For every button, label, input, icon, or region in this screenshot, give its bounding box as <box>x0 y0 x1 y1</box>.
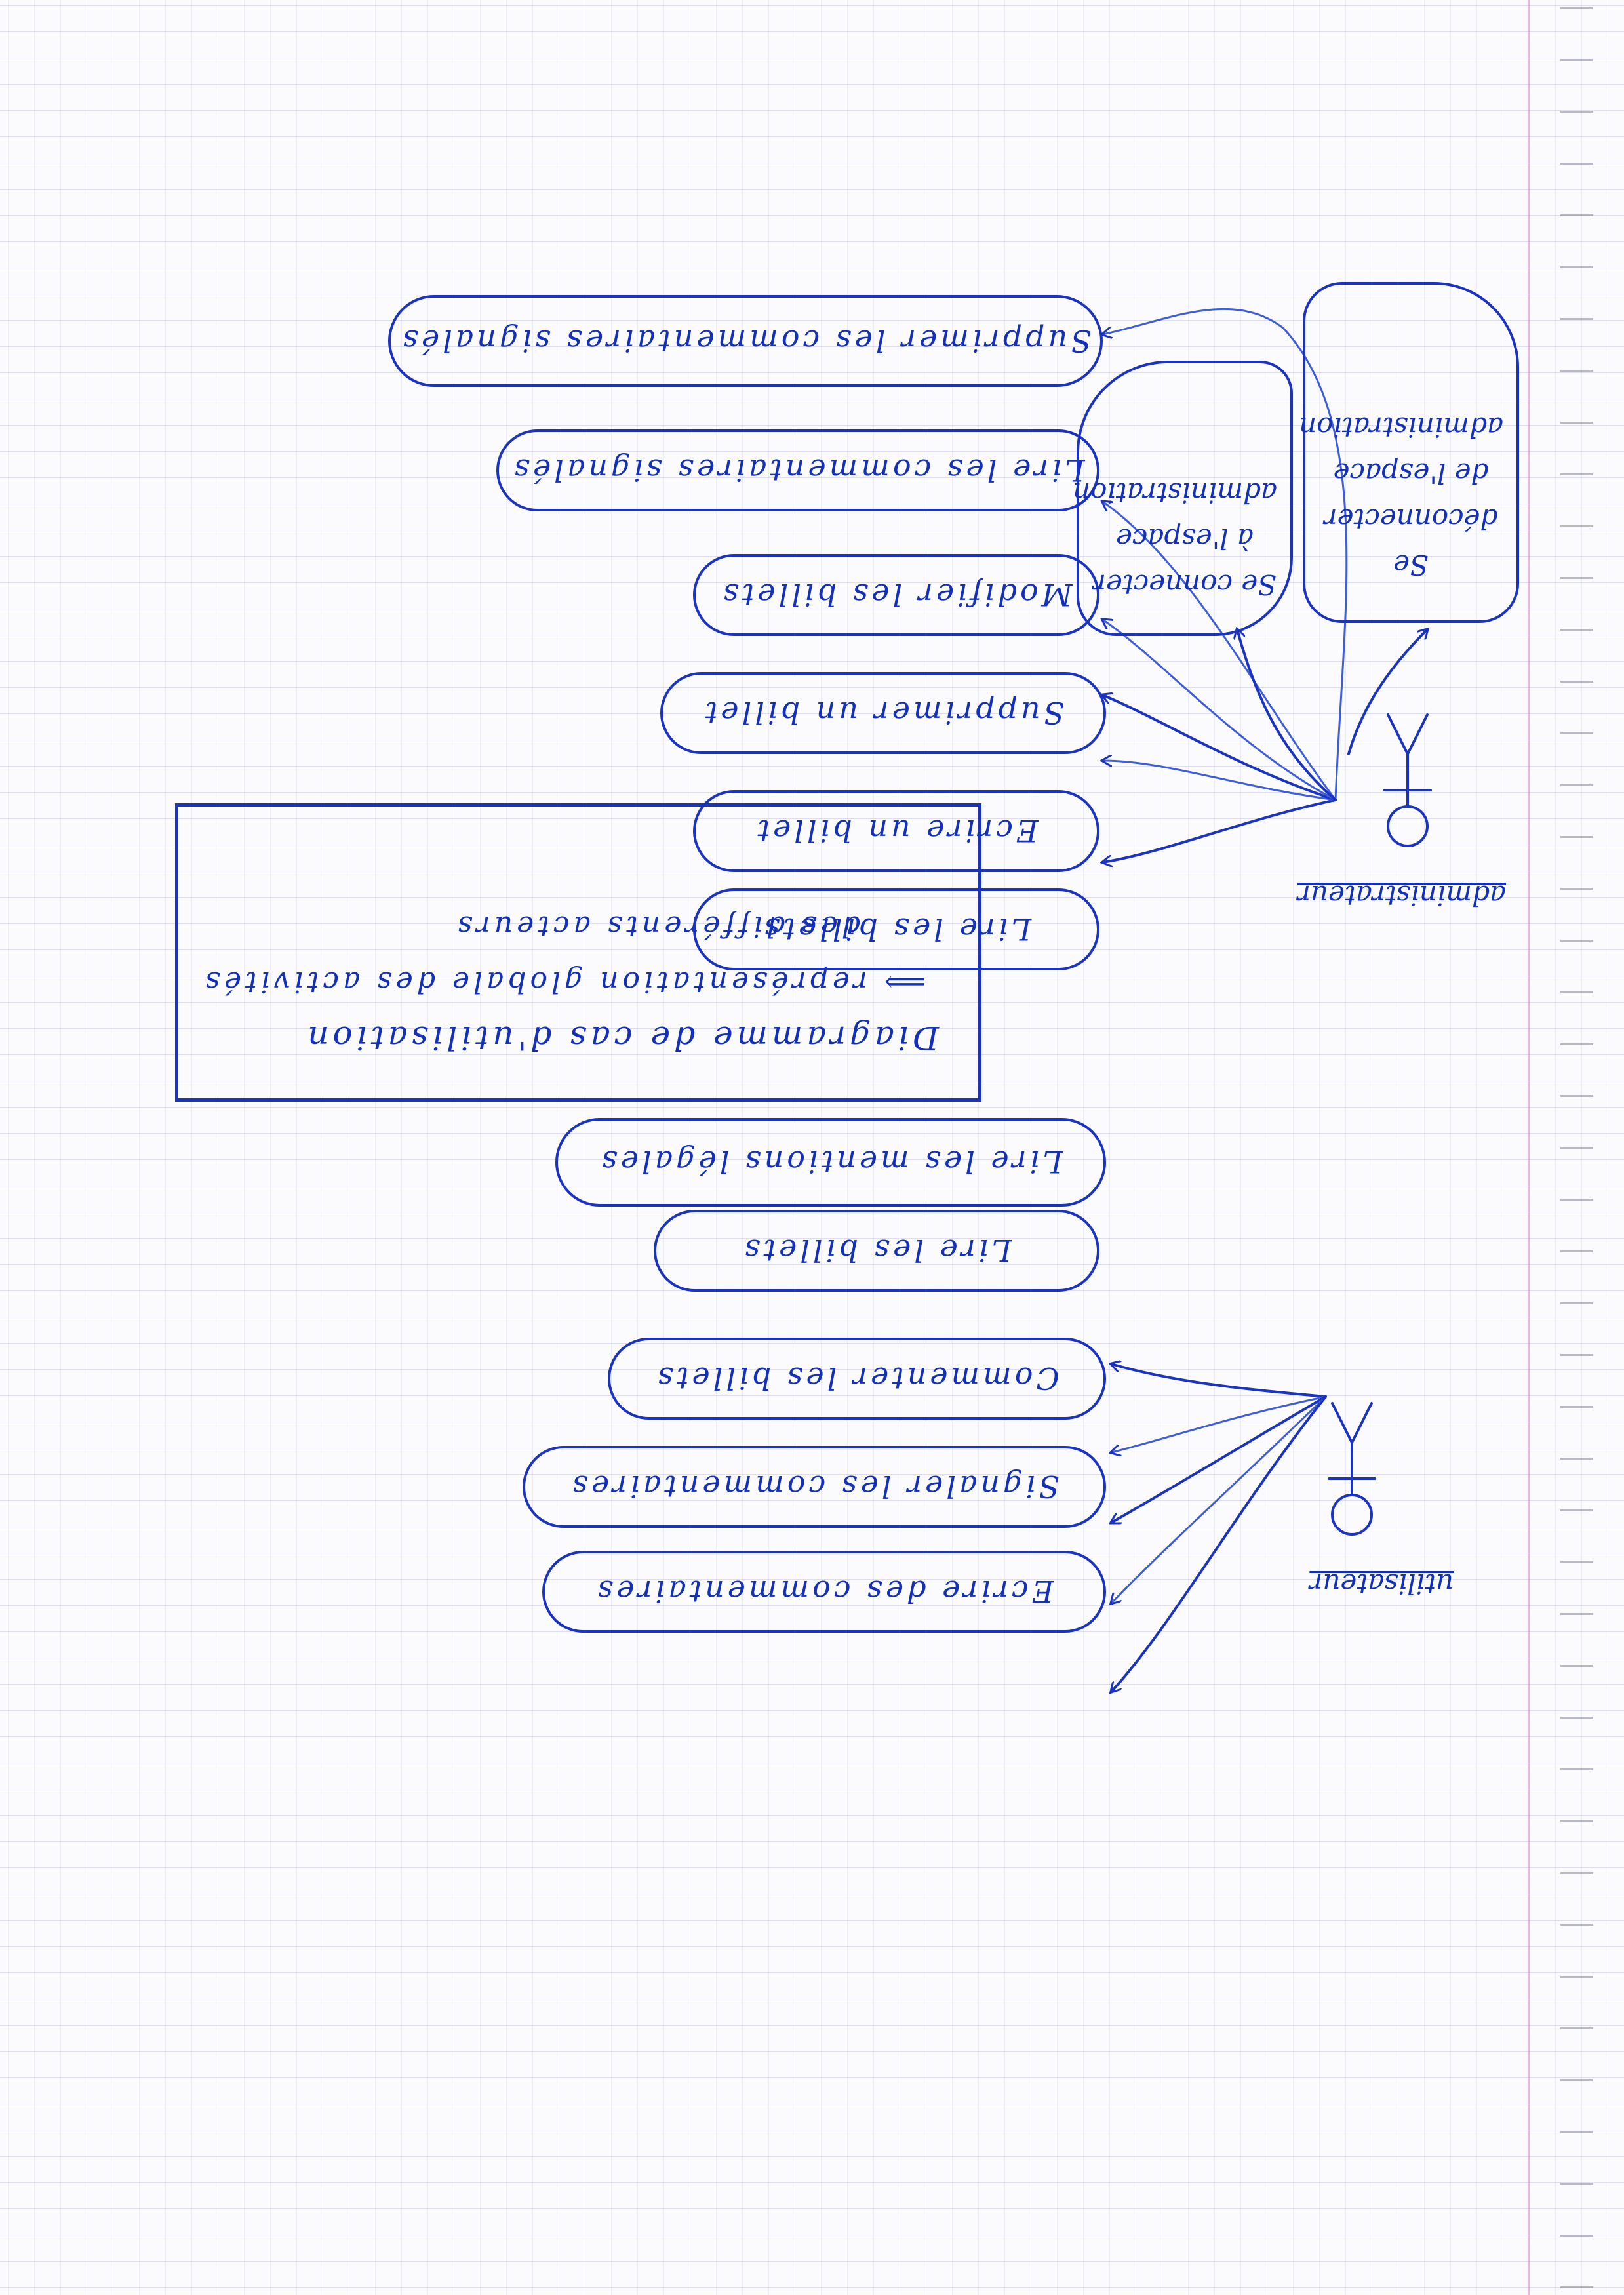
admin-associations <box>1103 308 1427 862</box>
use-case-admin-read-posts: Lire les billets <box>693 888 1099 970</box>
user-actor-figure <box>1328 1402 1376 1536</box>
user-associations <box>1111 1364 1327 1692</box>
use-case-comment-posts: Commenter les billets <box>608 1338 1106 1420</box>
use-case-delete-post: Supprimer un billet <box>660 672 1106 754</box>
diagram-title: Diagramme de cas d'utilisation <box>304 1019 939 1057</box>
use-case-read-posts: Lire les billets <box>654 1210 1099 1292</box>
use-case-delete-reported-comments: Supprimer les commentaires signalés <box>388 295 1103 387</box>
use-case-report-comments: Signaler les commentaires <box>523 1446 1106 1528</box>
user-actor-label: utilisateur <box>1309 1568 1454 1600</box>
use-case-edit-posts: Modifier les billets <box>693 554 1099 636</box>
use-case-read-legal-notice: Lire les mentions légales <box>555 1118 1106 1207</box>
admin-actor-label: administrateur <box>1297 879 1506 911</box>
admin-actor-figure <box>1383 713 1432 847</box>
use-case-read-reported-comments: Lire les commentaires signalés <box>496 429 1099 511</box>
use-case-write-comments: Ecrire des commentaires <box>542 1551 1106 1633</box>
use-case-login-admin-space: Se connecter à l'espace administration <box>1073 361 1293 636</box>
page-edge-marks <box>1560 0 1593 2295</box>
use-case-logout-admin-space: Se déconnecter de l'espace administratio… <box>1299 282 1519 623</box>
use-case-write-post: Ecrire un billet <box>693 790 1099 872</box>
page-margin-line <box>1528 0 1530 2295</box>
